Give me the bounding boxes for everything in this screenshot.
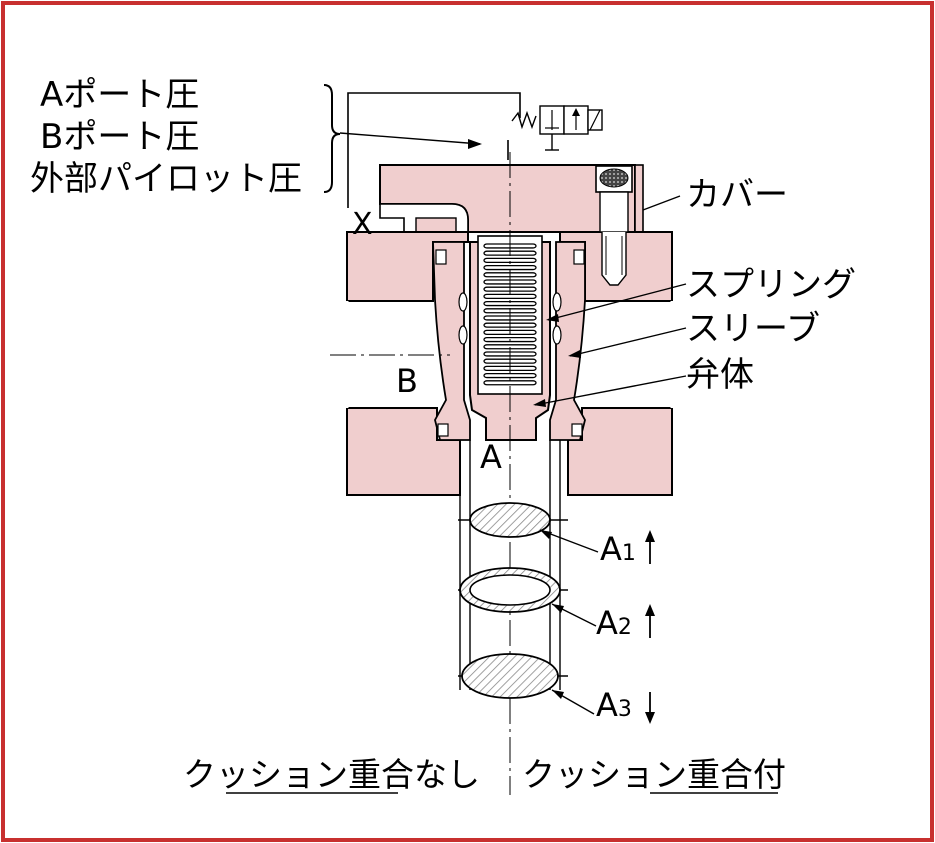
port-b-label: B <box>396 362 418 400</box>
pilot-arrow-line <box>339 132 481 145</box>
area-a3-disc <box>461 653 559 699</box>
area-leader-head-2 <box>552 604 564 613</box>
area-a2-label: A2 <box>596 604 632 642</box>
cap-screw <box>595 165 633 286</box>
arrow-up-a2 <box>645 604 655 616</box>
solenoid-valve-symbol <box>511 105 603 151</box>
area-a1-label: A1 <box>600 530 636 568</box>
pilot-arrow-head <box>468 139 482 149</box>
arrow-down-a3 <box>645 712 655 724</box>
cover-side-plate <box>634 164 644 233</box>
pilot-line <box>347 92 521 208</box>
part-leaders <box>534 195 687 406</box>
part-label-sleeve: スリーブ <box>686 309 820 349</box>
area-leader-head-3 <box>552 690 564 699</box>
x-seal <box>415 217 457 233</box>
caption-with-overlap: クッション重合付 <box>522 755 786 794</box>
area-a3-label: A3 <box>596 686 632 724</box>
leader-head-spring <box>546 314 559 322</box>
sleeve-seals <box>435 249 585 437</box>
caption-no-overlap: クッション重合なし <box>183 755 480 794</box>
area-a2-ring-inner <box>469 574 551 606</box>
port-x-label: X <box>352 207 373 242</box>
spring-coil <box>483 264 537 271</box>
pilot-brace <box>323 84 341 193</box>
arrow-up-a1 <box>645 530 655 542</box>
pilot-label-b: Bポート圧 <box>40 117 199 157</box>
port-a-label: A <box>480 438 502 476</box>
leader-head-sleeve <box>568 350 581 358</box>
pilot-label-external: 外部パイロット圧 <box>30 159 302 199</box>
spring-coil <box>483 380 537 386</box>
part-label-poppet: 弁体 <box>686 355 754 395</box>
part-label-cover: カバー <box>686 175 788 215</box>
part-label-spring: スプリング <box>686 265 856 305</box>
area-a1-disc <box>469 502 551 538</box>
sleeve-left <box>432 241 471 441</box>
sleeve-right <box>549 241 586 441</box>
leader-head-poppet <box>533 399 546 407</box>
pilot-label-a: Aポート圧 <box>40 75 199 115</box>
area-tube <box>458 440 568 690</box>
area-leader-head-1 <box>540 530 552 539</box>
spring-coil <box>483 372 537 379</box>
